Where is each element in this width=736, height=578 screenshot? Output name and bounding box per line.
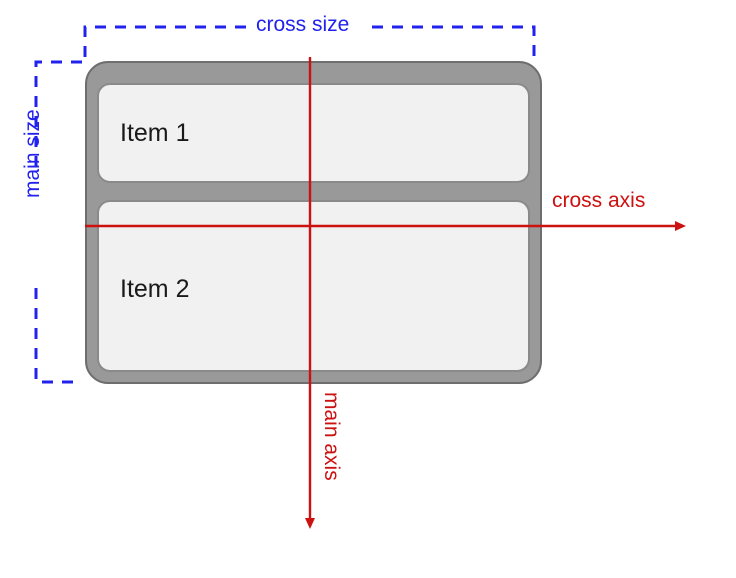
main-size-bracket	[34, 60, 82, 384]
flex-item-2-box	[97, 200, 530, 372]
flex-item-1-label: Item 1	[120, 119, 190, 147]
flex-item-2	[97, 200, 530, 372]
flex-item-1	[97, 83, 530, 183]
cross-axis-label: cross axis	[552, 189, 646, 212]
cross-size-bracket-right	[372, 25, 536, 57]
main-size-label: main size	[21, 109, 44, 198]
main-size-bracket-top	[34, 60, 82, 172]
main-size-bracket-bottom	[34, 288, 82, 384]
main-axis-label: main axis	[320, 392, 343, 481]
cross-size-label: cross size	[256, 13, 350, 36]
flex-item-2-label: Item 2	[120, 275, 190, 303]
flex-item-1-box	[97, 83, 530, 183]
cross-size-bracket-left	[83, 25, 250, 57]
cross-size-bracket	[83, 25, 536, 57]
